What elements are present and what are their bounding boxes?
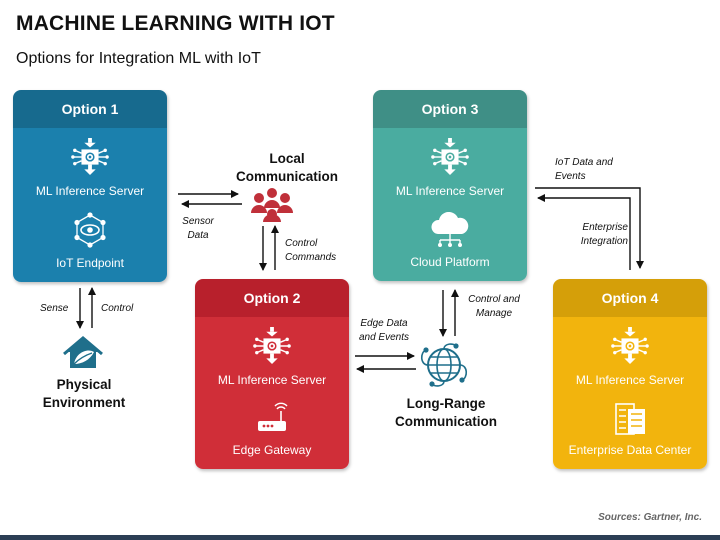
option-3-body: ML Inference Server Cloud Platform (373, 128, 527, 281)
arrow-opt4-to-opt3 (537, 194, 631, 270)
iot-data-events-label: IoT Data and Events (555, 157, 613, 182)
option-3-cloud-platform-label: Cloud Platform (410, 255, 490, 269)
long-range-communication-label: Long-Range Communication (394, 396, 497, 429)
physical-environment-icon (63, 336, 103, 368)
sense-label: Sense (40, 303, 69, 314)
option-1-iot-endpoint-label: IoT Endpoint (56, 256, 124, 270)
option-4-ml-server-label: ML Inference Server (575, 373, 685, 387)
option-3-header: Option 3 (373, 90, 527, 128)
sensor-data-label: Sensor Data (182, 216, 214, 241)
option-2-body: ML Inference Server Edge Gateway (195, 317, 349, 469)
option-3-ml-server-label: ML Inference Server (395, 184, 505, 198)
local-communication-icon (251, 188, 293, 222)
option-2-ml-server-label: ML Inference Server (217, 373, 327, 387)
arrow-opt3-to-opt4 (535, 187, 644, 269)
long-range-communication-icon (420, 343, 468, 387)
option-2-header: Option 2 (195, 279, 349, 317)
iot-endpoint-icon (74, 212, 106, 248)
option-4-card: Option 4 ML Inference Server Enterprise … (553, 279, 707, 469)
control-label: Control (101, 303, 134, 314)
edge-gateway-icon (258, 402, 288, 431)
option-2-edge-gateway-label: Edge Gateway (232, 443, 312, 457)
option-2-card: Option 2 ML Inference Server Edge Gatewa… (195, 279, 349, 469)
page-subtitle: Options for Integration ML with IoT (16, 50, 261, 67)
option-1-ml-server-label: ML Inference Server (35, 184, 145, 198)
enterprise-integration-label: Enterprise Integration (580, 222, 628, 247)
control-commands-label: Control Commands (285, 238, 337, 263)
option-4-header: Option 4 (553, 279, 707, 317)
option-3-card: Option 3 ML Inference Server Cloud Platf… (373, 90, 527, 281)
data-center-icon (615, 403, 645, 435)
option-1-header: Option 1 (13, 90, 167, 128)
option-4-body: ML Inference Server Enterprise Data Cent… (553, 317, 707, 469)
local-communication-label: Local Communication (235, 151, 338, 184)
bottom-bar (0, 535, 720, 540)
option-4-data-center-label: Enterprise Data Center (568, 443, 692, 457)
option-1-card: Option 1 ML Inference Server IoT Endpoin… (13, 90, 167, 282)
page-title: MACHINE LEARNING WITH IOT (16, 12, 335, 35)
edge-data-events-label: Edge Data and Events (358, 318, 410, 343)
cloud-platform-icon (431, 212, 469, 247)
physical-environment-label: Physical Environment (42, 377, 126, 410)
source-note: Sources: Gartner, Inc. (598, 512, 702, 523)
option-1-body: ML Inference Server IoT Endpoint (13, 128, 167, 282)
control-manage-label: Control and Manage (468, 294, 520, 319)
